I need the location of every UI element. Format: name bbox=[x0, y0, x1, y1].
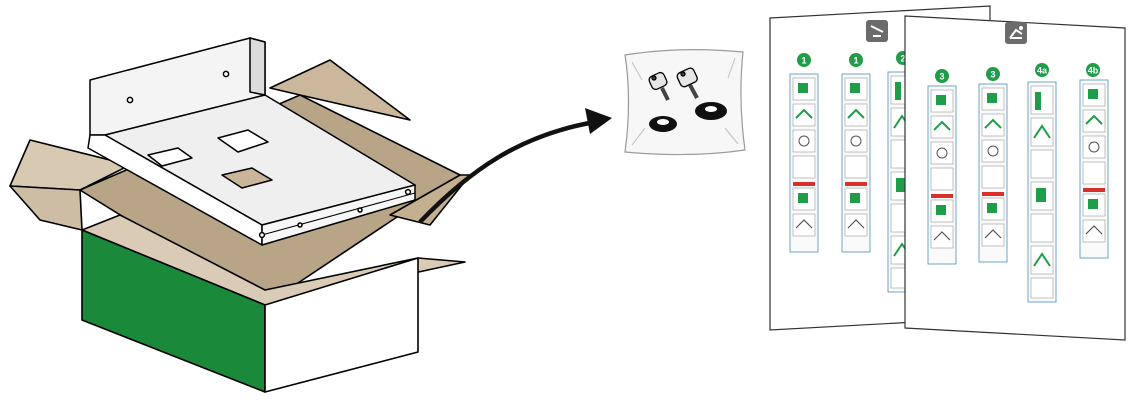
box-flap-lip bbox=[9, 185, 83, 231]
step-badge: 3 bbox=[986, 67, 1000, 81]
plastic-bag bbox=[624, 49, 746, 156]
step-badge: 4b bbox=[1086, 63, 1100, 77]
robot-arm-icon bbox=[1005, 22, 1027, 44]
screw-icon bbox=[648, 71, 670, 101]
washer-icon bbox=[649, 116, 677, 132]
step-number: 1 bbox=[801, 56, 806, 66]
mounting-tray bbox=[87, 37, 416, 246]
screw-icon bbox=[676, 67, 699, 99]
tray-cutout-open bbox=[221, 167, 273, 189]
hardware-bag bbox=[624, 49, 746, 156]
step-badge: 1 bbox=[797, 53, 811, 67]
step-number: 4a bbox=[1037, 66, 1048, 76]
step-badge: 3 bbox=[935, 69, 949, 83]
step-number: 4b bbox=[1088, 66, 1099, 76]
shower-icon bbox=[866, 20, 888, 42]
box-flap-right bbox=[389, 174, 471, 226]
step-badge: 4a bbox=[1035, 63, 1049, 77]
step-badge: 1 bbox=[849, 53, 863, 67]
step-number: 1 bbox=[853, 56, 858, 66]
arrow bbox=[418, 108, 612, 224]
step-number: 3 bbox=[990, 70, 995, 80]
tray-cutout bbox=[217, 129, 269, 153]
step-number: 2 bbox=[900, 54, 905, 64]
washer-icon bbox=[695, 102, 727, 120]
step-number: 3 bbox=[939, 72, 944, 82]
box-side-white bbox=[264, 257, 419, 393]
box-flap-back bbox=[269, 59, 411, 121]
instruction-sheet-front: 3 3 4a 4b bbox=[904, 15, 1126, 341]
tray-front-lip bbox=[261, 184, 416, 246]
tray-cutout bbox=[147, 147, 193, 167]
